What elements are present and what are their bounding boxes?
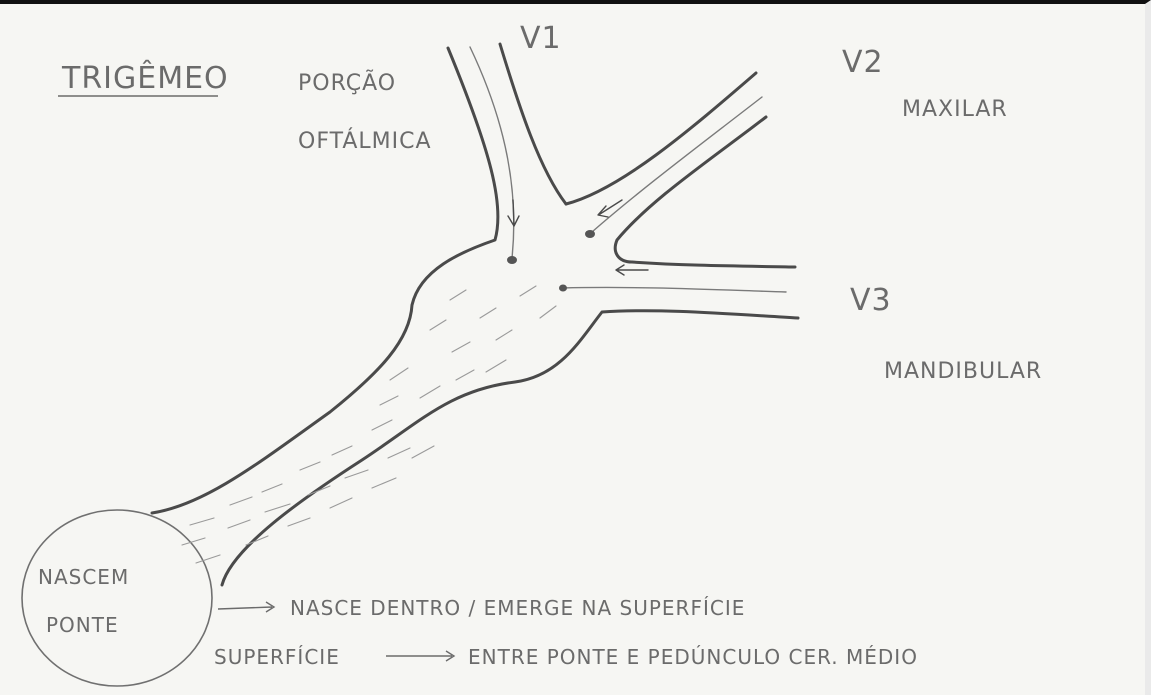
v3-branch-edge-upper	[632, 262, 795, 267]
arrow-v2	[598, 200, 622, 217]
v2-branch-edge-lower	[615, 117, 766, 262]
note-1-text: NASCE DENTRO / EMERGE NA SUPERFÍCIE	[290, 596, 745, 620]
arrow-v1	[508, 200, 519, 226]
v2-label: V2	[842, 45, 884, 80]
title-label: TRIGÊMEO	[61, 60, 229, 96]
v1-label: V1	[520, 21, 562, 56]
nascem-label: NASCEM	[38, 565, 129, 589]
note-2-start-text: SUPERFÍCIE	[214, 645, 340, 669]
pons-circle	[22, 510, 212, 686]
nerve-contour-lower	[222, 311, 798, 585]
nerve-contour-upper	[152, 48, 498, 513]
mandibular-label: MANDIBULAR	[884, 359, 1042, 384]
oftalmica-label: OFTÁLMICA	[298, 128, 432, 154]
v3-inner-line	[562, 287, 786, 292]
arrow-v3	[616, 265, 648, 275]
v3-label: V3	[850, 283, 892, 318]
porcao-label: PORÇÃO	[298, 69, 396, 96]
v2-branch-edge-upper	[566, 73, 756, 204]
v2-inner-line	[592, 97, 762, 232]
ponte-label: PONTE	[46, 613, 119, 637]
v1-branch-edge	[500, 44, 566, 204]
v1-inner-line	[470, 47, 514, 258]
maxilar-label: MAXILAR	[902, 97, 1008, 122]
ganglion-dots	[507, 230, 595, 292]
nerve-fibres	[182, 286, 556, 563]
note-2-end-text: ENTRE PONTE E PEDÚNCULO CER. MÉDIO	[468, 645, 918, 669]
